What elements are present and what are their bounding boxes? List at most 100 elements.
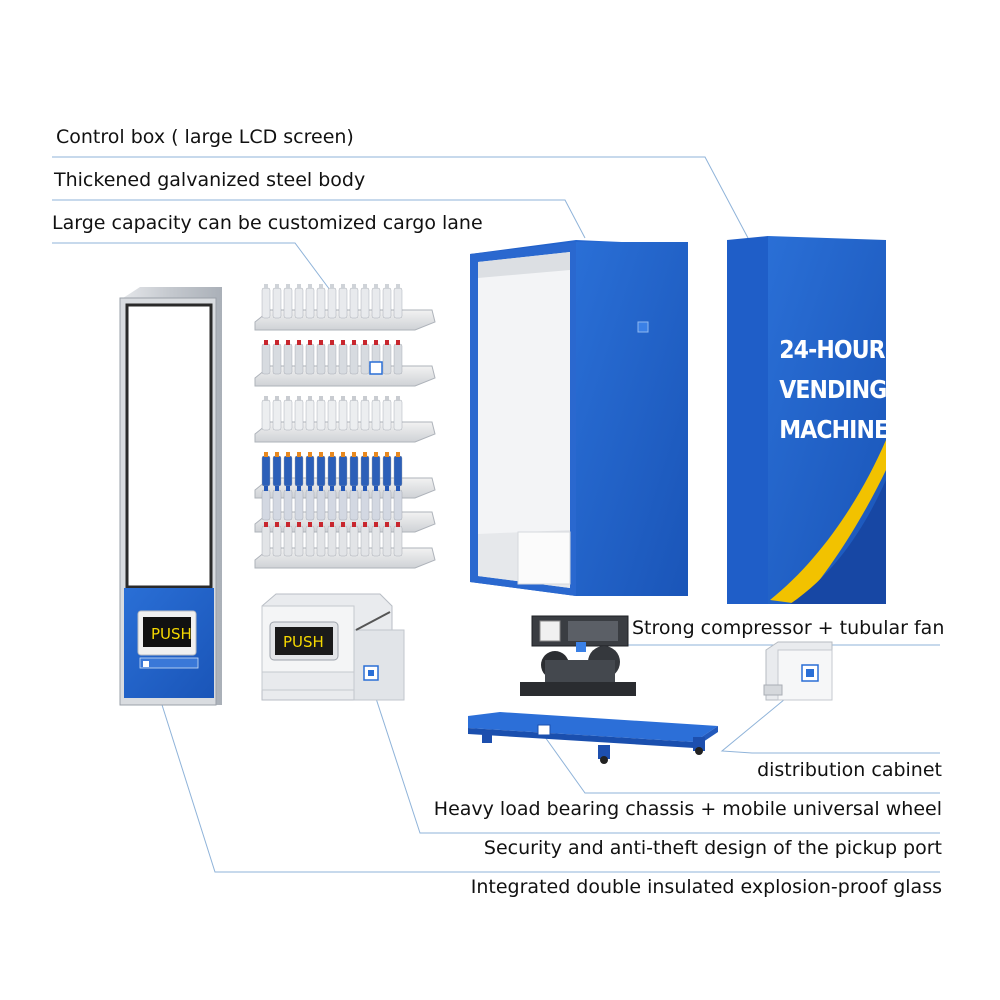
bottle-cap — [264, 284, 268, 289]
bottle — [394, 490, 402, 520]
bottle — [339, 288, 347, 318]
bottle — [372, 288, 380, 318]
bottle — [383, 400, 391, 430]
bottle-cap — [352, 284, 356, 289]
bottle — [284, 344, 292, 374]
bottle — [317, 344, 325, 374]
bottle — [295, 344, 303, 374]
bottle-cap — [385, 396, 389, 401]
bottle — [383, 526, 391, 556]
bottle — [350, 344, 358, 374]
bottle-cap — [264, 486, 268, 491]
cabinet-body — [470, 240, 688, 596]
bottle-cap — [385, 340, 389, 345]
door-push-label: PUSH — [151, 625, 192, 643]
bottle — [361, 490, 369, 520]
bottle — [306, 490, 314, 520]
bottle — [372, 400, 380, 430]
chassis-base — [468, 712, 718, 764]
bottle — [394, 526, 402, 556]
bottle — [273, 490, 281, 520]
bottle-cap — [396, 284, 400, 289]
bottle — [383, 288, 391, 318]
bottle — [262, 344, 270, 374]
label-chassis: Heavy load bearing chassis + mobile univ… — [434, 800, 942, 819]
bottle — [394, 400, 402, 430]
bottle — [262, 288, 270, 318]
bottle — [262, 526, 270, 556]
bottle — [284, 288, 292, 318]
bottle-cap — [319, 486, 323, 491]
bottle-cap — [264, 396, 268, 401]
bottle — [328, 400, 336, 430]
bottle — [273, 400, 281, 430]
bottle — [372, 526, 380, 556]
cargo-shelves — [255, 284, 435, 568]
bottle — [350, 490, 358, 520]
bottle — [295, 400, 303, 430]
label-control-box: Control box ( large LCD screen) — [56, 128, 354, 147]
bottle — [328, 344, 336, 374]
bottle — [262, 490, 270, 520]
distribution-box — [764, 642, 832, 700]
bottle-cap — [319, 340, 323, 345]
bottle — [306, 344, 314, 374]
bottle-cap — [363, 396, 367, 401]
bottle-cap — [341, 396, 345, 401]
bottle-cap — [396, 340, 400, 345]
label-compressor: Strong compressor + tubular fan — [632, 619, 944, 638]
bottle — [350, 526, 358, 556]
bottle-cap — [363, 452, 367, 457]
bottle-cap — [297, 486, 301, 491]
bottle-cap — [352, 340, 356, 345]
label-pickup: Security and anti-theft design of the pi… — [484, 839, 942, 858]
bottle-cap — [330, 486, 334, 491]
bottle-cap — [275, 452, 279, 457]
bottle — [317, 456, 325, 486]
bottle — [295, 288, 303, 318]
bottle — [394, 344, 402, 374]
bottle-cap — [286, 452, 290, 457]
bottle — [383, 490, 391, 520]
bottle-cap — [297, 522, 301, 527]
cover-title: 24-HOUR VENDING MACHINES — [779, 330, 885, 450]
bottle — [328, 456, 336, 486]
bottle — [339, 400, 347, 430]
bottle-cap — [341, 340, 345, 345]
bottle-cap — [330, 284, 334, 289]
bottle-cap — [275, 522, 279, 527]
bottle — [273, 344, 281, 374]
bottle — [350, 456, 358, 486]
bottle — [284, 456, 292, 486]
bottle — [262, 456, 270, 486]
bottle — [394, 288, 402, 318]
bottle-cap — [308, 340, 312, 345]
bottle-cap — [374, 284, 378, 289]
bottle-cap — [341, 284, 345, 289]
bottle-cap — [374, 452, 378, 457]
bottle — [361, 456, 369, 486]
bottle-cap — [308, 452, 312, 457]
bottle — [273, 526, 281, 556]
bottle — [350, 400, 358, 430]
bottle-cap — [396, 522, 400, 527]
bottle — [284, 400, 292, 430]
bottle-cap — [330, 340, 334, 345]
bottle — [295, 456, 303, 486]
bottle — [273, 456, 281, 486]
bottle — [306, 526, 314, 556]
bottle-cap — [275, 396, 279, 401]
bottle-cap — [352, 396, 356, 401]
bottle — [372, 456, 380, 486]
bottle-cap — [396, 452, 400, 457]
bottle — [295, 526, 303, 556]
bottle-cap — [385, 522, 389, 527]
bottle — [328, 288, 336, 318]
bottle-cap — [341, 522, 345, 527]
bottle — [262, 400, 270, 430]
bottle-cap — [352, 522, 356, 527]
bottle — [339, 456, 347, 486]
bottle-cap — [308, 396, 312, 401]
label-cargo-lane: Large capacity can be customized cargo l… — [52, 214, 483, 233]
bottle-cap — [330, 522, 334, 527]
